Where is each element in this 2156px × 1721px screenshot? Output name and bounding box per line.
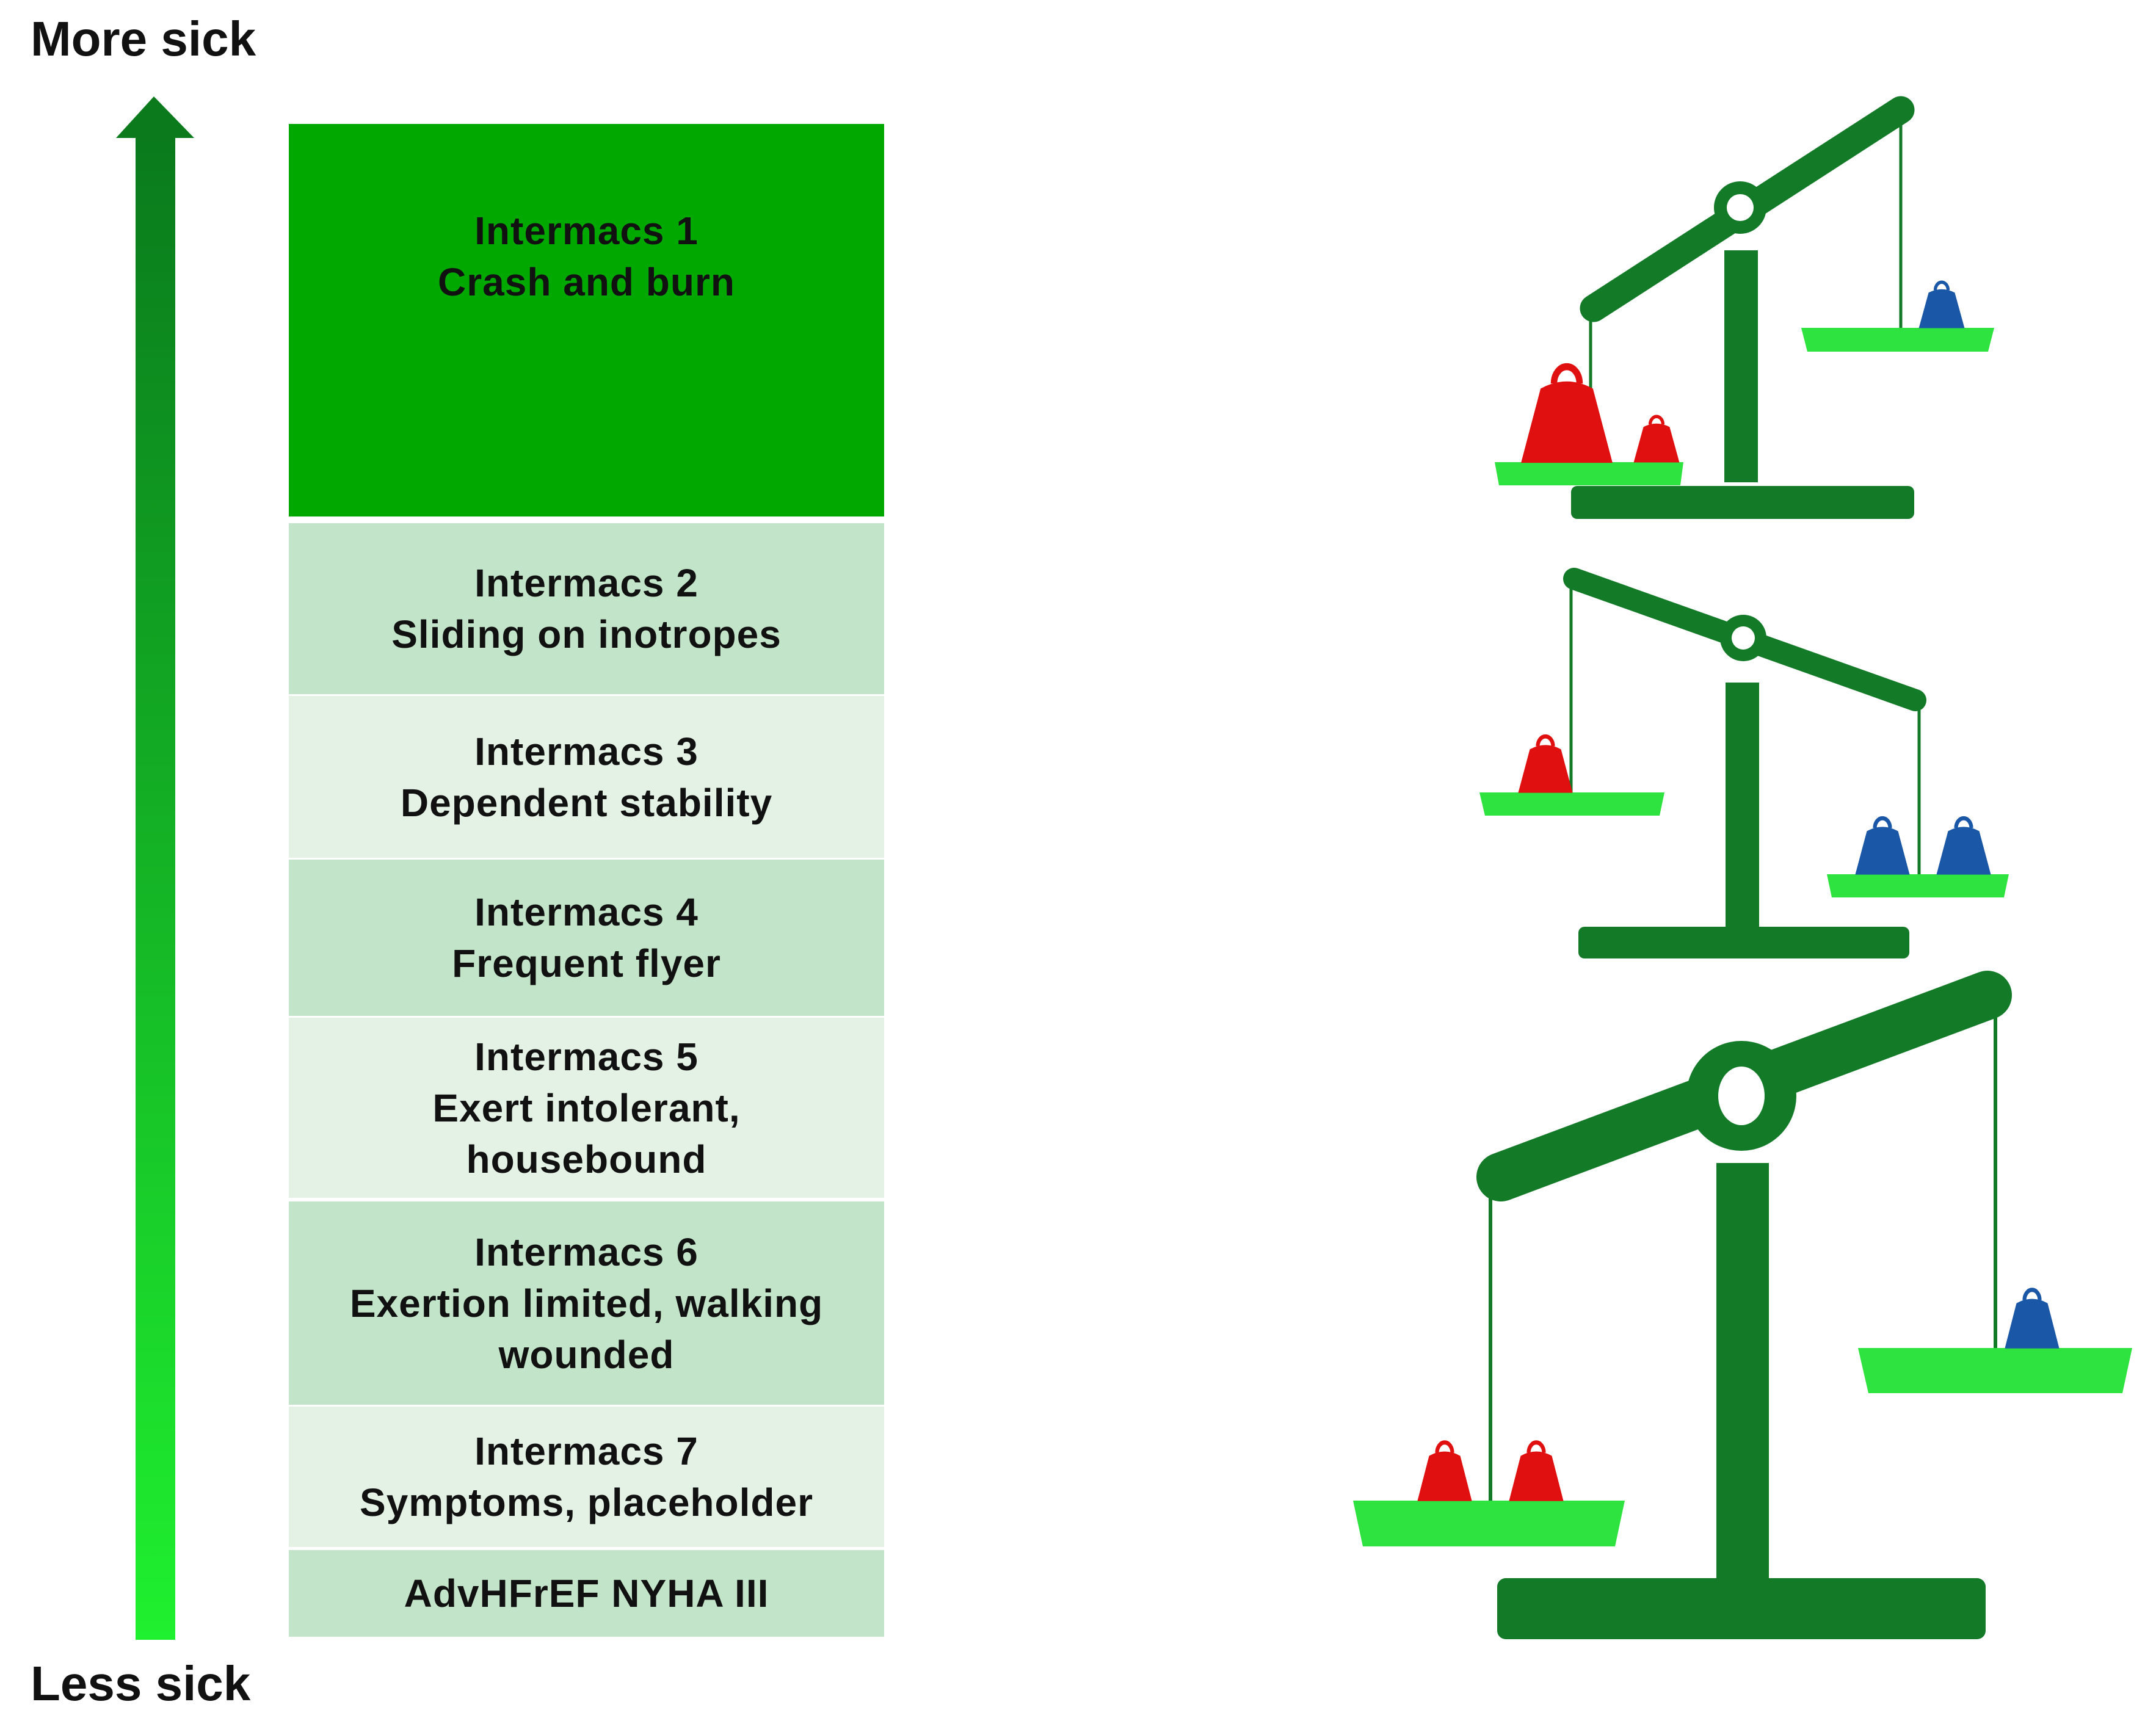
benefit-weight-icon [1919,282,1964,328]
scale-2-left-pan [1479,792,1664,816]
level-title: Intermacs 1 [474,208,699,253]
level-title: Intermacs 4 [474,890,699,934]
risk-weight-icon [1418,1443,1472,1501]
nyha-iii-level: AdvHFrEF NYHA III [289,1550,884,1637]
level-title: Intermacs 2 [474,561,699,605]
intermacs-level-6: Intermacs 6 Exertion limited, walking wo… [289,1201,884,1405]
level-title: Intermacs 3 [474,729,699,774]
intermacs-level-3: Intermacs 3 Dependent stability [289,696,884,858]
level-description: Crash and burn [438,259,735,304]
risk-weight-icon [1522,367,1612,462]
intermacs-level-7: Intermacs 7 Symptoms, placeholder [289,1407,884,1547]
level-title: Intermacs 7 [474,1429,699,1473]
level-description: Dependent stability [400,780,773,825]
level-description: Symptoms, placeholder [360,1480,813,1524]
level-description: Exert intolerant, [432,1085,741,1130]
level-description: Frequent flyer [452,941,721,985]
intermacs-level-4: Intermacs 4 Frequent flyer [289,860,884,1016]
scale-1-right-pan [1801,328,1994,352]
level-description: Exertion limited, walking [349,1281,824,1325]
more-sick-label: More sick [31,12,256,66]
level-description-cont: housebound [466,1137,707,1181]
intermacs-level-5: Intermacs 5 Exert intolerant, housebound [289,1018,884,1198]
balance-scale-icon-1 [1571,96,1915,519]
balance-scale-icon-3 [1476,971,2012,1639]
scale-3-left-pan [1353,1501,1625,1546]
balance-scale-icon-2 [1563,568,1926,958]
level-description: Sliding on inotropes [391,612,782,656]
intermacs-level-1: Intermacs 1 Crash and burn [289,124,884,516]
arrow-head-icon [116,96,194,138]
scale-2-right-pan [1827,874,2009,897]
benefit-weight-icon [1937,818,1991,874]
level-title: Intermacs 6 [474,1230,699,1274]
scale-1-left-pan [1495,462,1683,485]
arrow-shaft [136,137,175,1640]
risk-weight-icon [1634,416,1679,462]
level-description-cont: wounded [498,1332,675,1377]
risk-weight-icon [1509,1443,1563,1501]
level-title: Intermacs 5 [474,1034,699,1079]
intermacs-level-2: Intermacs 2 Sliding on inotropes [289,523,884,694]
level-title: AdvHFrEF NYHA III [404,1571,769,1615]
benefit-weight-icon [1856,818,1909,874]
benefit-weight-icon [2005,1290,2059,1348]
scale-3-right-pan [1858,1348,2132,1393]
risk-weight-icon [1519,736,1572,792]
less-sick-label: Less sick [31,1656,251,1711]
